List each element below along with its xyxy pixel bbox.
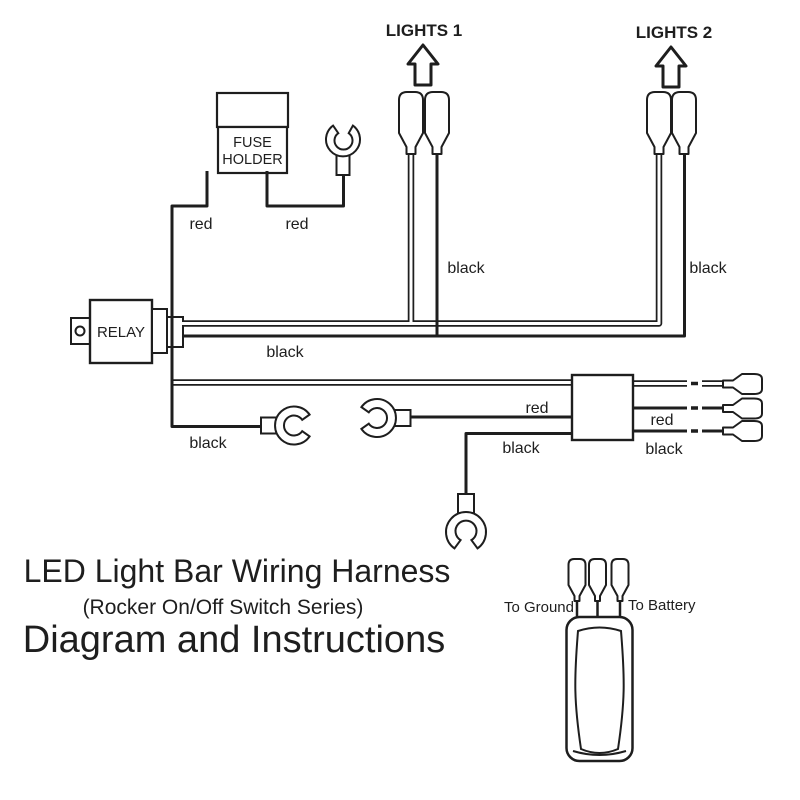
wire-label-black-light1: black [447, 260, 485, 277]
fork-terminal-right-icon [360, 398, 397, 438]
wire-label-black-switch: black [502, 440, 540, 457]
page-title-line3: Diagram and Instructions [23, 619, 445, 661]
page-title-line1: LED Light Bar Wiring Harness [24, 553, 451, 589]
ring-terminal-fuse-icon [325, 124, 361, 158]
wire-black-switch-ground [464, 432, 572, 497]
light1-connector-left [398, 91, 424, 155]
wire-label-red-right: red [285, 216, 308, 233]
to-battery-label: To Battery [628, 597, 696, 614]
solid-wires [170, 150, 724, 497]
rocker-switch-body [565, 615, 634, 763]
relay-label: RELAY [97, 324, 145, 341]
arrows [406, 43, 688, 89]
fork-terminal-ground-tab [457, 493, 475, 514]
wire-hollow-lights-bus [182, 150, 663, 327]
switch-terminal-3 [610, 558, 630, 602]
rocker-switch-bottom-line [572, 750, 627, 756]
fuse-holder-assembly [215, 91, 290, 175]
relay-connector-step2 [166, 316, 184, 348]
wire-label-black-bus: black [266, 344, 304, 361]
wire-red-left-ground-run [170, 171, 262, 428]
wire-label-red-output: red [650, 412, 673, 429]
junction-box [570, 373, 635, 442]
diagram-labels: LIGHTS 1 LIGHTS 2 FUSE HOLDER RELAY red … [97, 21, 728, 616]
to-ground-label: To Ground [504, 599, 574, 616]
output-spade-3 [722, 420, 763, 442]
output-spade-2 [722, 397, 763, 420]
fuse-holder-box [216, 125, 289, 175]
page-title-line2: (Rocker On/Off Switch Series) [83, 596, 364, 619]
lights1-arrow-icon [406, 43, 440, 87]
wire-label-black-light2: black [689, 260, 727, 277]
wire-red-right [265, 171, 345, 208]
terminals [260, 124, 487, 550]
hollow-wire-overlay [172, 150, 727, 385]
wire-hollow-lights-bus-core [182, 150, 661, 325]
fork-terminal-ground-icon [445, 511, 487, 550]
relay-connector-step1 [151, 308, 168, 354]
rocker-switch-assembly [565, 558, 634, 763]
wire-black-lights-bus [182, 150, 686, 338]
light2-connector-left [646, 91, 672, 155]
wire-break-dashes [691, 381, 698, 433]
wire-label-red-left: red [189, 216, 212, 233]
switch-terminals [567, 558, 630, 602]
light2-connector-right [671, 91, 697, 155]
output-connectors [722, 373, 763, 442]
rocker-switch-face [574, 626, 625, 754]
lights2-arrow-icon [654, 45, 688, 89]
lights1-label: LIGHTS 1 [386, 21, 463, 40]
relay-mount-tab [70, 317, 91, 345]
switch-terminal-1 [567, 558, 587, 602]
relay-mount-hole [74, 325, 86, 337]
switch-terminal-2 [588, 558, 607, 602]
light1-connector-right [424, 91, 450, 155]
relay-box [88, 298, 154, 365]
fuse-holder-label-line1: FUSE [233, 135, 272, 151]
wire-label-black-output: black [645, 441, 683, 458]
wire-label-red-switch: red [525, 400, 548, 417]
wire-label-black-ground: black [189, 435, 227, 452]
fork-terminal-left-icon [274, 405, 311, 446]
fuse-holder-cap [215, 91, 290, 129]
light-connectors [398, 91, 697, 155]
fuse-holder-label-line2: HOLDER [222, 152, 282, 168]
output-spade-1 [722, 373, 763, 395]
lights2-label: LIGHTS 2 [636, 23, 713, 42]
title-block: LED Light Bar Wiring Harness (Rocker On/… [23, 553, 451, 661]
